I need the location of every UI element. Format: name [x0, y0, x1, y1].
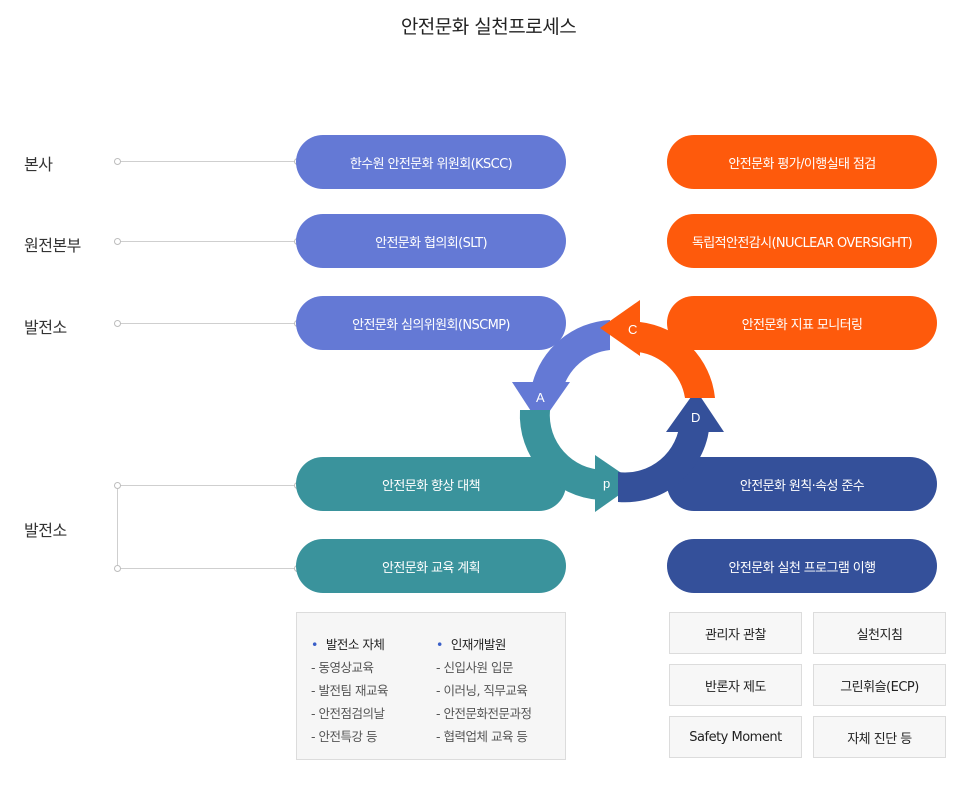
list-item: - 신입사원 입문	[436, 660, 513, 675]
cycle-arc-orange	[638, 322, 715, 398]
pdca-cycle-diagram: C A D p	[512, 300, 724, 512]
bracket-line	[117, 485, 118, 568]
connector-line	[118, 241, 298, 242]
connector-line	[118, 568, 298, 569]
connector-line	[118, 323, 298, 324]
program-tag: 자체 진단 등	[813, 716, 946, 758]
pill-evaluation: 안전문화 평가/이행실태 점검	[667, 135, 937, 189]
list-item: - 안전점검의날	[311, 706, 385, 721]
list-item: - 동영상교육	[311, 660, 374, 675]
connector-line	[118, 161, 298, 162]
cycle-label-d: D	[691, 410, 700, 425]
connector-line	[118, 485, 298, 486]
level-label-hq: 본사	[24, 155, 53, 174]
list-item: - 협력업체 교육 등	[436, 729, 528, 744]
cycle-arrowhead-d	[666, 390, 724, 432]
program-tag: 그린휘슬(ECP)	[813, 664, 946, 706]
pill-program: 안전문화 실천 프로그램 이행	[667, 539, 937, 593]
pill-improvement-plan: 안전문화 향상 대책	[296, 457, 566, 511]
education-box: • 발전소 자체 - 동영상교육 - 발전팀 재교육 - 안전점검의날 - 안전특…	[296, 612, 566, 760]
education-col-head: • 인재개발원	[436, 633, 531, 656]
cycle-label-p: p	[603, 476, 610, 491]
connector-node	[114, 158, 121, 165]
pill-kscc: 한수원 안전문화 위원회(KSCC)	[296, 135, 566, 189]
cycle-label-c: C	[628, 322, 637, 337]
pill-oversight: 독립적안전감시(NUCLEAR OVERSIGHT)	[667, 214, 937, 268]
program-tag: 관리자 관찰	[669, 612, 802, 654]
program-tag: 반론자 제도	[669, 664, 802, 706]
cycle-arrowhead-c	[600, 300, 640, 356]
cycle-label-a: A	[536, 390, 545, 405]
pill-nscmp: 안전문화 심의위원회(NSCMP)	[296, 296, 566, 350]
connector-node	[114, 320, 121, 327]
list-item: - 안전문화전문과정	[436, 706, 532, 721]
pill-principles: 안전문화 원칙·속성 준수	[667, 457, 937, 511]
cycle-arrowhead-a	[512, 382, 570, 425]
list-item: - 이러닝, 직무교육	[436, 683, 528, 698]
education-col-institute: •인재개발원 - 신입사원 입문 - 이러닝, 직무교육 - 안전문화전문과정 …	[436, 633, 532, 748]
pill-slt: 안전문화 협의회(SLT)	[296, 214, 566, 268]
program-tag: Safety Moment	[669, 716, 802, 758]
list-item: - 안전특강 등	[311, 729, 377, 744]
cycle-arc-teal	[519, 410, 604, 500]
level-label-plant-lower: 발전소	[24, 521, 67, 540]
list-item: - 발전팀 재교육	[311, 683, 388, 698]
level-label-plant: 발전소	[24, 318, 67, 337]
bullet-icon: •	[311, 637, 318, 652]
education-head-label: 인재개발원	[450, 637, 507, 652]
connector-node	[114, 482, 121, 489]
pill-monitoring: 안전문화 지표 모니터링	[667, 296, 937, 350]
cycle-arc-navy	[618, 420, 710, 503]
connector-node	[114, 238, 121, 245]
program-tag: 실천지침	[813, 612, 946, 654]
cycle-arc-blue	[532, 320, 610, 392]
education-col-head: • 발전소 자체	[311, 633, 388, 656]
pill-education-plan: 안전문화 교육 계획	[296, 539, 566, 593]
page-title: 안전문화 실천프로세스	[400, 16, 577, 38]
bullet-icon: •	[436, 637, 443, 652]
cycle-arrowhead-p	[595, 455, 636, 512]
education-head-label: 발전소 자체	[325, 637, 385, 652]
level-label-site: 원전본부	[24, 236, 81, 255]
education-col-plant: • 발전소 자체 - 동영상교육 - 발전팀 재교육 - 안전점검의날 - 안전특…	[311, 633, 388, 748]
connector-node	[114, 565, 121, 572]
